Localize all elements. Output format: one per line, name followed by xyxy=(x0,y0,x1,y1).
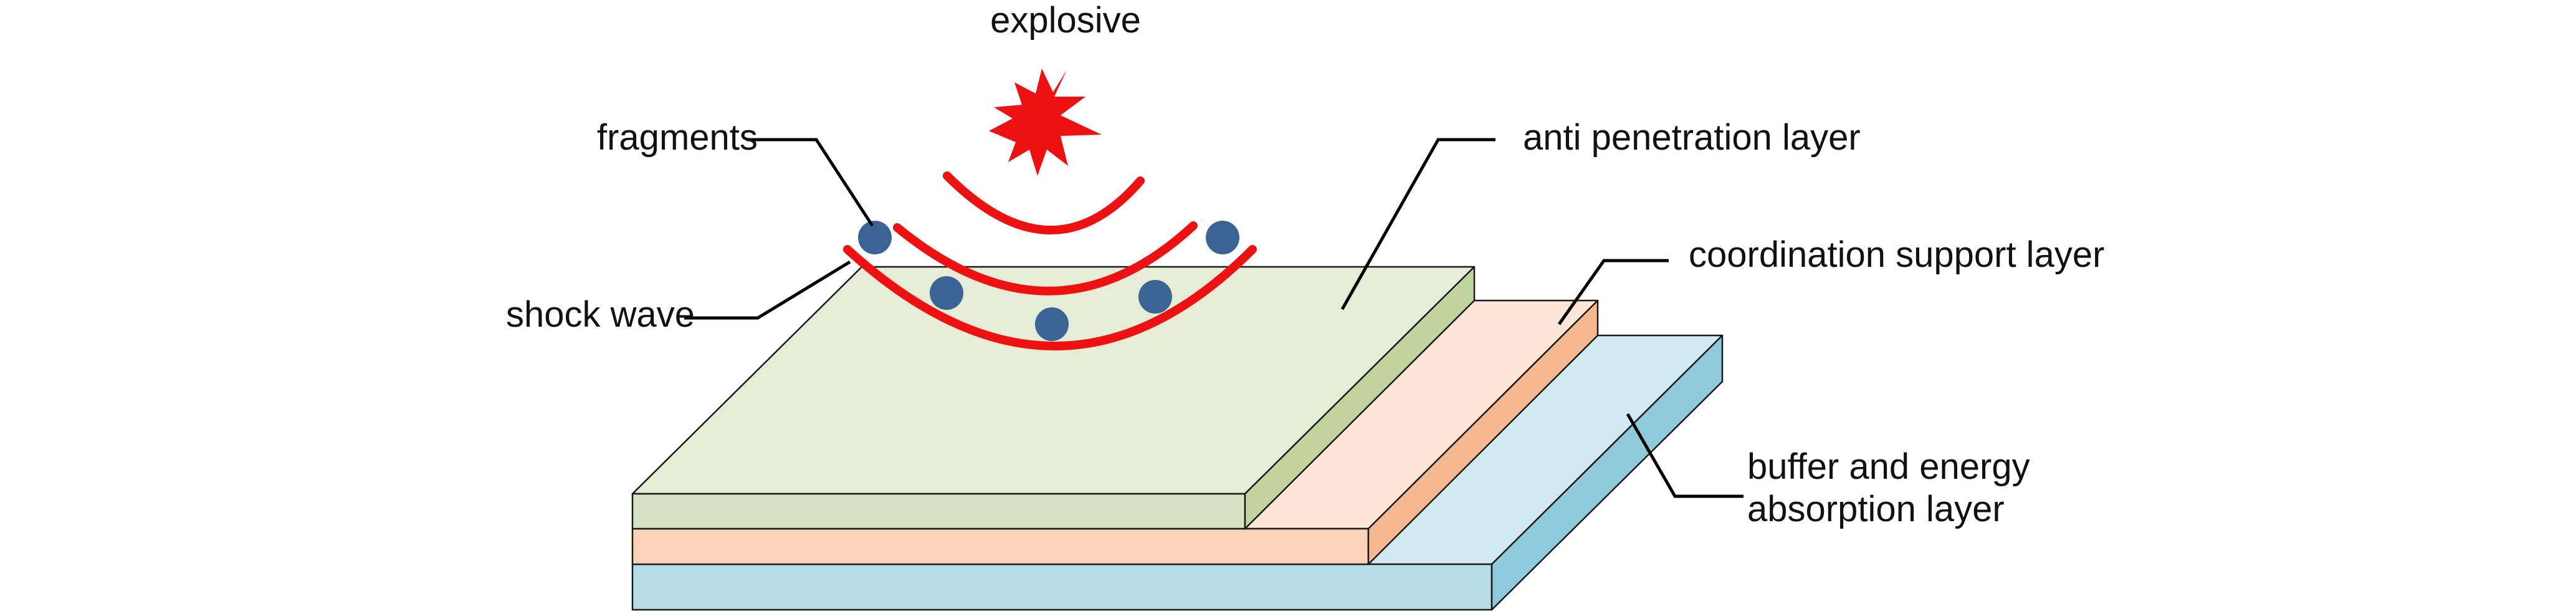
anti-penetration-layer xyxy=(631,266,1476,530)
shock-wave-arc-outer xyxy=(843,245,1257,350)
fragments-group xyxy=(858,221,1239,341)
anti-penetration-leader-line xyxy=(1340,138,1496,310)
buffer-layer-front xyxy=(631,563,1493,611)
fragment-circle-icon xyxy=(1035,307,1069,341)
starburst-icon xyxy=(989,69,1102,176)
shock-wave-arc-middle xyxy=(893,221,1198,296)
fragment-circle-icon xyxy=(1138,280,1172,314)
shock-wave-arc-inner xyxy=(943,171,1145,234)
anti-penetration-label: anti penetration layer xyxy=(1523,117,1861,158)
fragment-circle-icon xyxy=(1206,221,1239,254)
coordination-layer-front xyxy=(631,527,1370,565)
coordination-support-label: coordination support layer xyxy=(1689,234,2104,275)
buffer-label-line2: absorption layer xyxy=(1747,489,2005,529)
anti-layer-front xyxy=(631,493,1246,530)
buffer-layer-side xyxy=(1491,334,1724,611)
coordination-leader-line xyxy=(1557,259,1669,325)
fragments-leader-line xyxy=(747,138,874,227)
fragment-circle-icon xyxy=(858,221,892,254)
buffer-leader-line xyxy=(1626,413,1744,498)
shock-wave-arcs xyxy=(843,171,1257,350)
coordination-layer-side xyxy=(1367,299,1599,565)
buffer-label-line1: buffer and energy xyxy=(1747,446,2030,487)
shock-wave-label: shock wave xyxy=(506,294,695,335)
fragments-label: fragments xyxy=(597,117,758,158)
anti-layer-side xyxy=(1244,266,1476,530)
explosive-label: explosive xyxy=(990,0,1141,41)
fragment-circle-icon xyxy=(930,276,963,310)
shock-wave-leader-line xyxy=(684,260,851,320)
